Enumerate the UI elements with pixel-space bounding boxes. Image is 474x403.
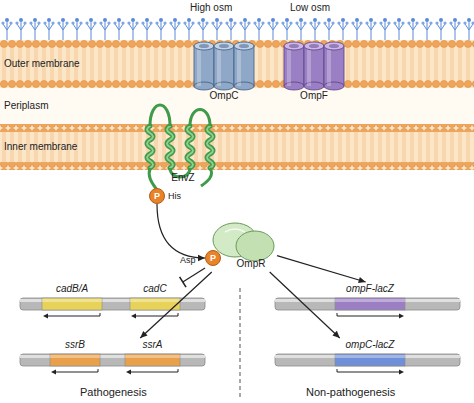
gene-name: ompF-lacZ — [330, 283, 410, 295]
arrow-head — [198, 255, 205, 261]
connector-line — [277, 256, 366, 282]
gene-name: ompC-lacZ — [330, 339, 410, 351]
protein-name: EnvZ — [153, 172, 213, 184]
porin-channel: OmpC — [188, 38, 260, 102]
osmolarity-label: High osm — [190, 2, 232, 14]
connector-line — [157, 204, 205, 258]
arrow-connector — [270, 272, 340, 338]
arrow-head — [140, 331, 147, 338]
phosphate-symbol: P — [150, 189, 164, 203]
inhibition-connector — [180, 268, 205, 287]
phosphate-circle: P — [205, 250, 221, 266]
arrow-head — [332, 331, 339, 338]
protein-name: OmpR — [225, 258, 277, 270]
gene-locus: cadB/A cadC — [20, 282, 205, 322]
connector-line — [183, 268, 205, 282]
protein-name: OmpC — [188, 90, 260, 102]
sensor-kinase: EnvZP — [135, 100, 230, 188]
osmolarity-label: Low osm — [290, 2, 330, 14]
response-regulator: OmpR P — [205, 218, 277, 272]
outcome-label: Non-pathogenesis — [306, 386, 395, 398]
reporter-fusion: ompF-lacZ — [275, 282, 460, 322]
reporter-fusion: ompC-lacZ — [275, 338, 460, 378]
residue-label: His — [168, 190, 181, 202]
gene-locus-shape — [20, 282, 205, 322]
region-label: Inner membrane — [4, 141, 77, 153]
connector-line — [270, 272, 340, 338]
connector-line — [140, 272, 212, 338]
region-label: Outer membrane — [4, 58, 80, 70]
outcome-label: Pathogenesis — [80, 386, 147, 398]
arrow-connector — [277, 256, 366, 283]
gene-locus: ssrB ssrA — [20, 338, 205, 378]
phosphate-symbol: P — [206, 251, 220, 265]
gene-name: ssrA — [125, 339, 180, 351]
phosphate-circle: P — [149, 188, 165, 204]
gene-name: cadB/A — [42, 283, 102, 295]
gene-name: cadC — [130, 283, 180, 295]
gene-name: ssrB — [50, 339, 100, 351]
arrow-connector — [157, 204, 205, 261]
protein-name: OmpF — [278, 90, 350, 102]
residue-label: Asp — [180, 254, 196, 266]
inhibition-bar — [180, 277, 186, 287]
porin-channel: OmpF — [278, 38, 350, 102]
gene-locus-shape — [20, 338, 205, 378]
arrow-head — [358, 277, 366, 283]
arrow-connector — [140, 272, 212, 338]
region-label: Periplasm — [4, 100, 48, 112]
